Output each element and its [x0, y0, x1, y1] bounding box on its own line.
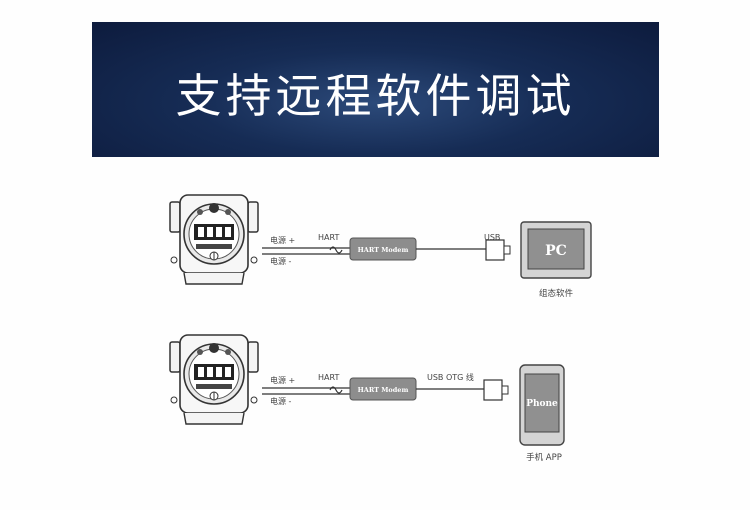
transmitter-icon [169, 334, 259, 425]
transmitter-icon [169, 194, 259, 285]
phone-screen-label: Phone [526, 399, 558, 409]
phone-caption: 手机 APP [526, 452, 562, 463]
hart-signal-icon [329, 246, 343, 254]
hart-modem-label: HART Modem [358, 246, 409, 254]
title-banner: 支持远程软件调试 [92, 22, 659, 157]
pc-screen [527, 228, 585, 270]
cable-label: USB OTG 线 [427, 372, 474, 382]
diagram-phone: 电源 + 电源 - HART HART Modem USB OTG 线 Phon… [169, 334, 565, 463]
hart-label: HART [318, 233, 339, 242]
banner-title: 支持远程软件调试 [175, 69, 576, 123]
hart-signal-icon [329, 386, 343, 394]
power-minus-label: 电源 - [270, 396, 292, 406]
hart-modem-label: HART Modem [358, 386, 409, 394]
power-plus-label: 电源 + [270, 235, 295, 245]
usb-connector-icon [483, 379, 503, 401]
phone-screen [524, 373, 560, 433]
hart-label: HART [318, 373, 339, 382]
pc-caption: 组态软件 [539, 288, 574, 299]
diagram-pc: 电源 + 电源 - HART HART Modem USB PC 组态软件 [169, 194, 592, 299]
cable-label: USB [484, 233, 500, 242]
usb-connector-icon [485, 239, 505, 261]
power-minus-label: 电源 - [270, 256, 292, 266]
power-plus-label: 电源 + [270, 375, 295, 385]
pc-screen-label: PC [545, 243, 567, 259]
